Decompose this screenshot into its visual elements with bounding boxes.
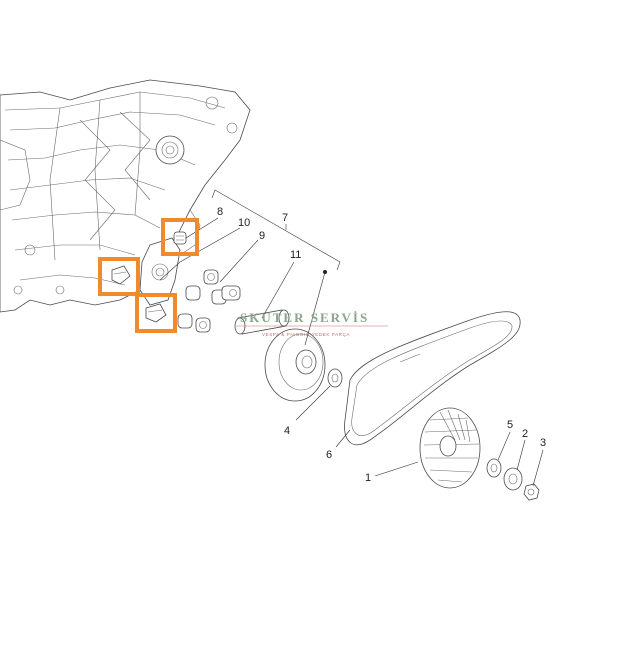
group-bracket	[211, 189, 341, 346]
movable-pulley	[264, 328, 326, 402]
nut-3	[523, 483, 540, 501]
washer-5	[486, 458, 502, 478]
highlight-box-slider-bottom	[135, 293, 177, 333]
callout-4: 4	[284, 425, 290, 437]
callout-1: 1	[365, 472, 371, 484]
callout-8: 8	[217, 206, 223, 218]
roller-weights	[177, 269, 241, 333]
callout-7: 7	[282, 212, 288, 224]
washer	[327, 368, 343, 388]
callout-11: 11	[290, 249, 301, 261]
highlight-box-slider-top	[161, 218, 199, 256]
crankcase-housing	[0, 79, 251, 313]
callout-6: 6	[326, 449, 332, 461]
callout-labels: 1 2 3 4 5 6 7 8 9 10 11	[217, 206, 546, 484]
callout-2: 2	[522, 428, 528, 440]
slider-left	[111, 265, 131, 285]
callout-10: 10	[238, 217, 250, 229]
drive-belt	[344, 311, 521, 446]
leader-lines	[159, 217, 544, 487]
watermark-subtitle: VESPA & PIAGGIO YEDEK PARÇA	[262, 332, 350, 337]
watermark: SKUTER SERVİS VESPA & PIAGGIO YEDEK PARÇ…	[236, 310, 388, 337]
watermark-title: SKUTER SERVİS	[240, 310, 369, 325]
callout-3: 3	[540, 437, 546, 449]
callout-5: 5	[507, 419, 513, 431]
slider-bottom	[145, 303, 167, 323]
callout-9: 9	[259, 230, 265, 242]
slider-top	[173, 231, 187, 245]
highlight-box-slider-left	[98, 257, 140, 296]
cup-washer-2	[503, 467, 523, 491]
fan-pulley	[419, 407, 481, 489]
